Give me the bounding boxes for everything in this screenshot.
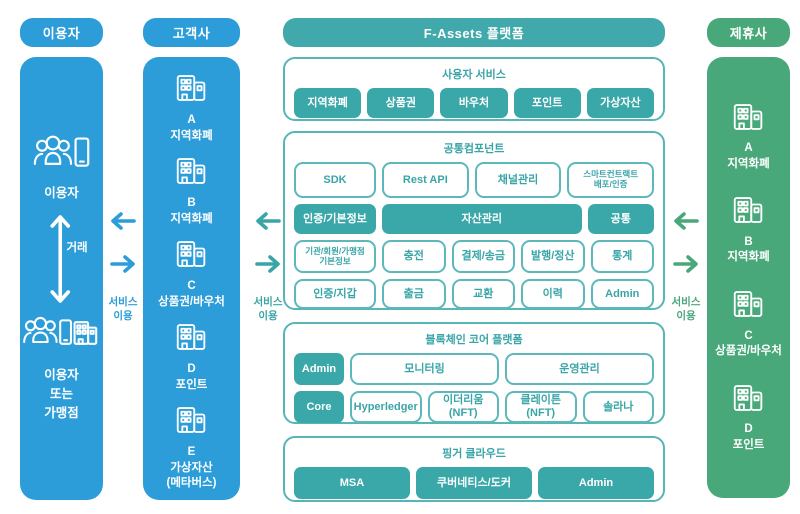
section-user-services: 사용자 서비스 지역화폐 상품권 바우처 포인트 가상자산 <box>283 57 665 121</box>
partner-item-b: B 지역화폐 <box>727 195 770 266</box>
blockchain-box: 모니터링 <box>350 353 499 385</box>
blockchain-box: 클레이튼(NFT) <box>505 391 577 423</box>
arrow-right-icon <box>109 255 137 278</box>
partners-panel: A 지역화폐 B 지역화폐 C 상품권/바우처 D 포인트 <box>707 57 790 498</box>
customer-item-e: E 가상자산 (메타버스) <box>167 405 216 491</box>
platform-header: F-Assets 플랫폼 <box>283 18 665 47</box>
customers-header-label: 고객사 <box>172 26 211 41</box>
section-title: 블록체인 코어 플랫폼 <box>425 334 523 346</box>
partners-column-header: 제휴사 <box>707 18 790 47</box>
blockchain-box: Admin <box>294 353 344 385</box>
component-box: 자산관리 <box>382 204 582 234</box>
section-title: 사용자 서비스 <box>442 69 506 81</box>
customers-panel: A 지역화폐 B 지역화폐 C 상품권/바우처 D 포인트 E 가상자산 <box>143 57 240 500</box>
service-box: 상품권 <box>367 88 435 118</box>
component-box: 기관/회원/가맹점 기본정보 <box>294 240 376 273</box>
blockchain-box: 이더리움(NFT) <box>427 391 499 423</box>
customer-item-a: A 지역화폐 <box>170 73 213 144</box>
building-icon <box>732 383 765 420</box>
section-title: 공통컴포넌트 <box>443 143 505 155</box>
building-icon <box>732 195 765 232</box>
service-box: 지역화폐 <box>294 88 362 118</box>
customer-item-b: B 지역화폐 <box>170 156 213 227</box>
partner-item-d: D 포인트 <box>732 383 765 454</box>
section-title: 핑거 클라우드 <box>442 448 506 460</box>
users-bottom-label: 이용자 또는 가맹점 <box>44 368 79 420</box>
arrow-right-icon <box>254 255 282 278</box>
partner-item-a: A 지역화폐 <box>727 102 770 173</box>
component-box: Rest API <box>382 162 469 198</box>
building-icon <box>175 405 208 442</box>
component-box: 결제/송금 <box>451 240 515 273</box>
component-box: 충전 <box>382 240 446 273</box>
arrow-right-icon <box>672 255 700 278</box>
users-column-header: 이용자 <box>20 18 103 47</box>
component-box: 채널관리 <box>474 162 562 198</box>
service-box: 바우처 <box>440 88 508 118</box>
partner-item-c: C 상품권/바우처 <box>715 289 782 360</box>
component-box: 발행/정산 <box>521 240 585 273</box>
component-box: 이력 <box>521 279 585 309</box>
building-icon <box>175 239 208 276</box>
blockchain-box: Core <box>294 391 344 423</box>
arrow-left-icon <box>254 212 282 235</box>
cloud-box: Admin <box>538 467 654 499</box>
cloud-box: MSA <box>294 467 410 499</box>
arrow-left-icon <box>672 212 700 235</box>
component-box: 스마트컨트랙트 배포/인증 <box>567 162 655 198</box>
blockchain-box: Hyperledger <box>350 391 422 423</box>
blockchain-box: 솔라나 <box>582 391 654 423</box>
building-icon <box>732 289 765 326</box>
customers-column-header: 고객사 <box>143 18 240 47</box>
link-platform-partners: 서비스 이용 <box>666 206 706 323</box>
section-common-components: 공통컴포넌트 SDK Rest API 채널관리 스마트컨트랙트 배포/인증 인… <box>283 131 665 310</box>
component-box: 교환 <box>451 279 515 309</box>
component-box: Admin <box>590 279 654 309</box>
users-panel: 이용자 거래 <box>20 57 103 500</box>
trade-double-arrow-icon <box>49 213 71 310</box>
building-icon <box>175 73 208 110</box>
customer-item-d: D 포인트 <box>175 322 208 393</box>
section-finger-cloud: 핑거 클라우드 MSA 쿠버네티스/도커 Admin <box>283 436 665 502</box>
users-phone-building-icon <box>22 315 102 356</box>
section-blockchain-core: 블록체인 코어 플랫폼 Admin 모니터링 운영관리 Core Hyperle… <box>283 322 665 424</box>
service-box: 가상자산 <box>586 88 655 118</box>
building-icon <box>175 322 208 359</box>
cloud-box: 쿠버네티스/도커 <box>416 467 532 499</box>
trade-label: 거래 <box>66 242 88 255</box>
users-phone-icon <box>33 134 91 177</box>
service-use-label: 서비스 이용 <box>671 296 701 322</box>
users-header-label: 이용자 <box>42 26 81 41</box>
component-box: 공통 <box>587 204 654 234</box>
component-box: 인증/기본정보 <box>294 204 376 234</box>
users-top-label: 이용자 <box>44 186 79 201</box>
customer-item-c: C 상품권/바우처 <box>158 239 225 310</box>
component-box: SDK <box>294 162 376 198</box>
component-box: 출금 <box>382 279 446 309</box>
link-users-customers: 서비스 이용 <box>103 206 143 323</box>
blockchain-box: 운영관리 <box>505 353 654 385</box>
arrow-left-icon <box>109 212 137 235</box>
building-icon <box>175 156 208 193</box>
service-use-label: 서비스 이용 <box>253 296 283 322</box>
building-icon <box>732 102 765 139</box>
service-use-label: 서비스 이용 <box>108 296 138 322</box>
component-box: 인증/지갑 <box>294 279 376 309</box>
platform-title: F-Assets 플랫폼 <box>423 26 525 41</box>
partners-header-label: 제휴사 <box>729 26 768 41</box>
component-box: 통계 <box>590 240 654 273</box>
link-customers-platform: 서비스 이용 <box>248 206 288 323</box>
service-box: 포인트 <box>513 88 581 118</box>
